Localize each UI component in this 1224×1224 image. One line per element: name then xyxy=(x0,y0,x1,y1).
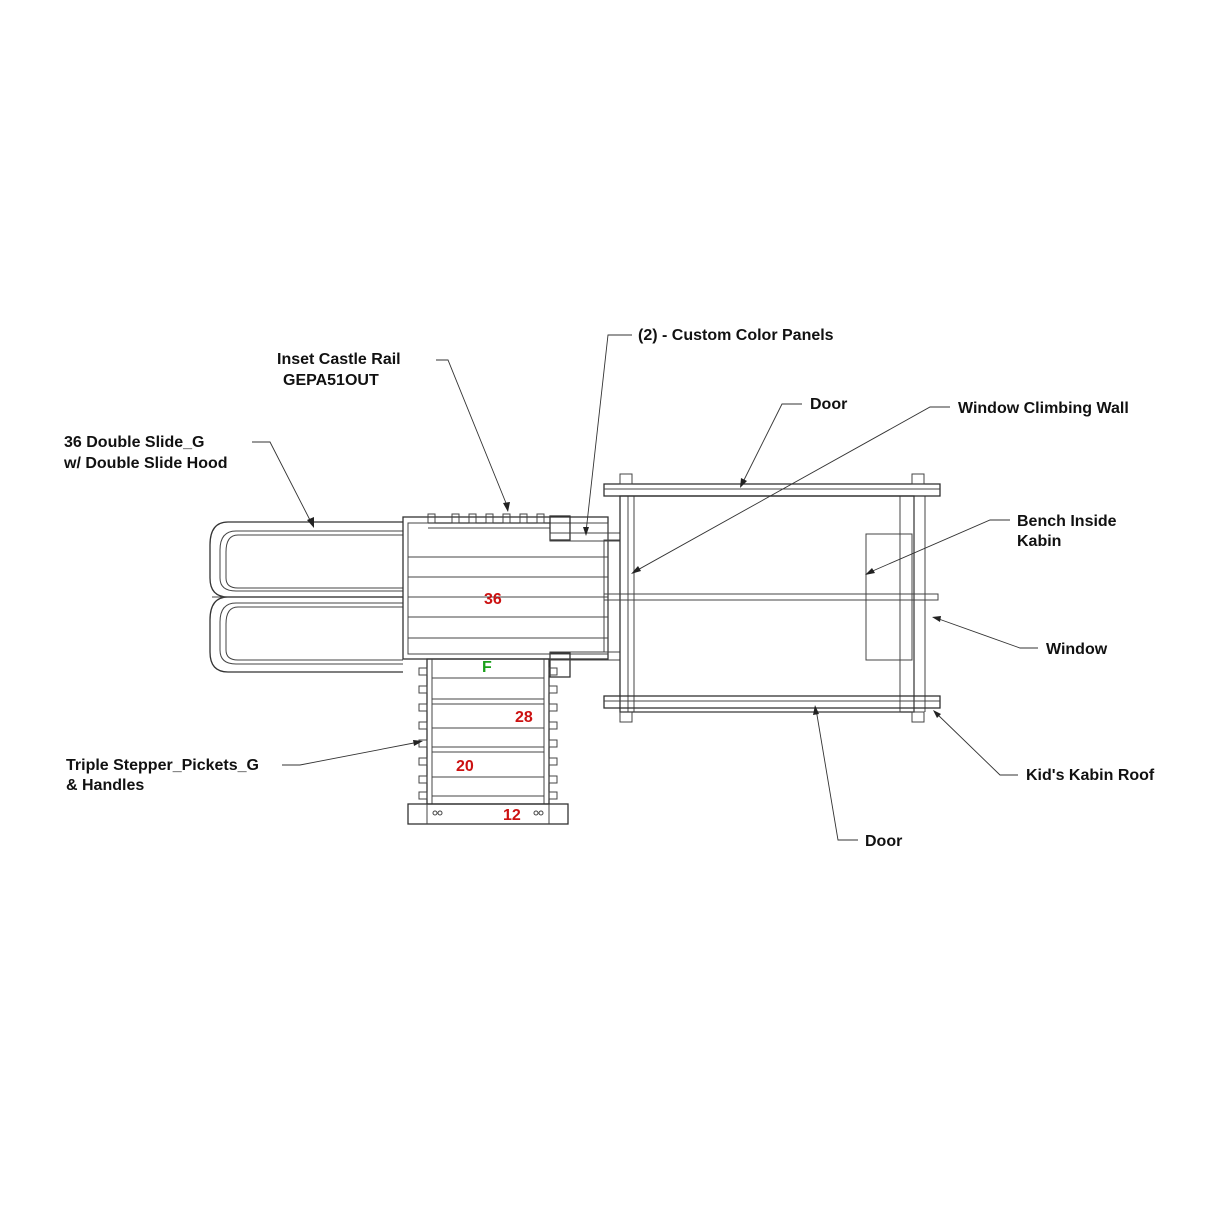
step-height-28: 28 xyxy=(515,709,533,726)
main-deck xyxy=(402,516,609,660)
stepper-label-2: & Handles xyxy=(66,777,144,794)
castle-rail-label-2: GEPA51OUT xyxy=(283,372,379,389)
stepper-label-1: Triple Stepper_Pickets_G xyxy=(66,757,259,774)
floor-marker: F xyxy=(482,659,492,676)
kids-kabin xyxy=(603,473,941,723)
leader-lines xyxy=(252,334,1038,841)
roof-label: Kid's Kabin Roof xyxy=(1026,767,1155,784)
castle-rail-label-1: Inset Castle Rail xyxy=(277,351,401,368)
step-height-12: 12 xyxy=(503,807,521,824)
climbing-wall-label: Window Climbing Wall xyxy=(958,400,1129,417)
bench-label-1: Bench Inside xyxy=(1017,513,1117,530)
window-label: Window xyxy=(1046,641,1108,658)
triple-stepper xyxy=(407,658,569,825)
slide-label-1: 36 Double Slide_G xyxy=(64,434,204,451)
door-top-label: Door xyxy=(810,396,847,413)
bench-label-2: Kabin xyxy=(1017,533,1061,550)
step-height-20: 20 xyxy=(456,758,474,775)
inset-castle-rail xyxy=(427,513,571,678)
panels-label: (2) - Custom Color Panels xyxy=(638,327,834,344)
slide-label-2: w/ Double Slide Hood xyxy=(63,455,228,472)
double-slide xyxy=(209,521,403,673)
deck-height-marker: 36 xyxy=(484,591,502,608)
door-bottom-label: Door xyxy=(865,833,902,850)
